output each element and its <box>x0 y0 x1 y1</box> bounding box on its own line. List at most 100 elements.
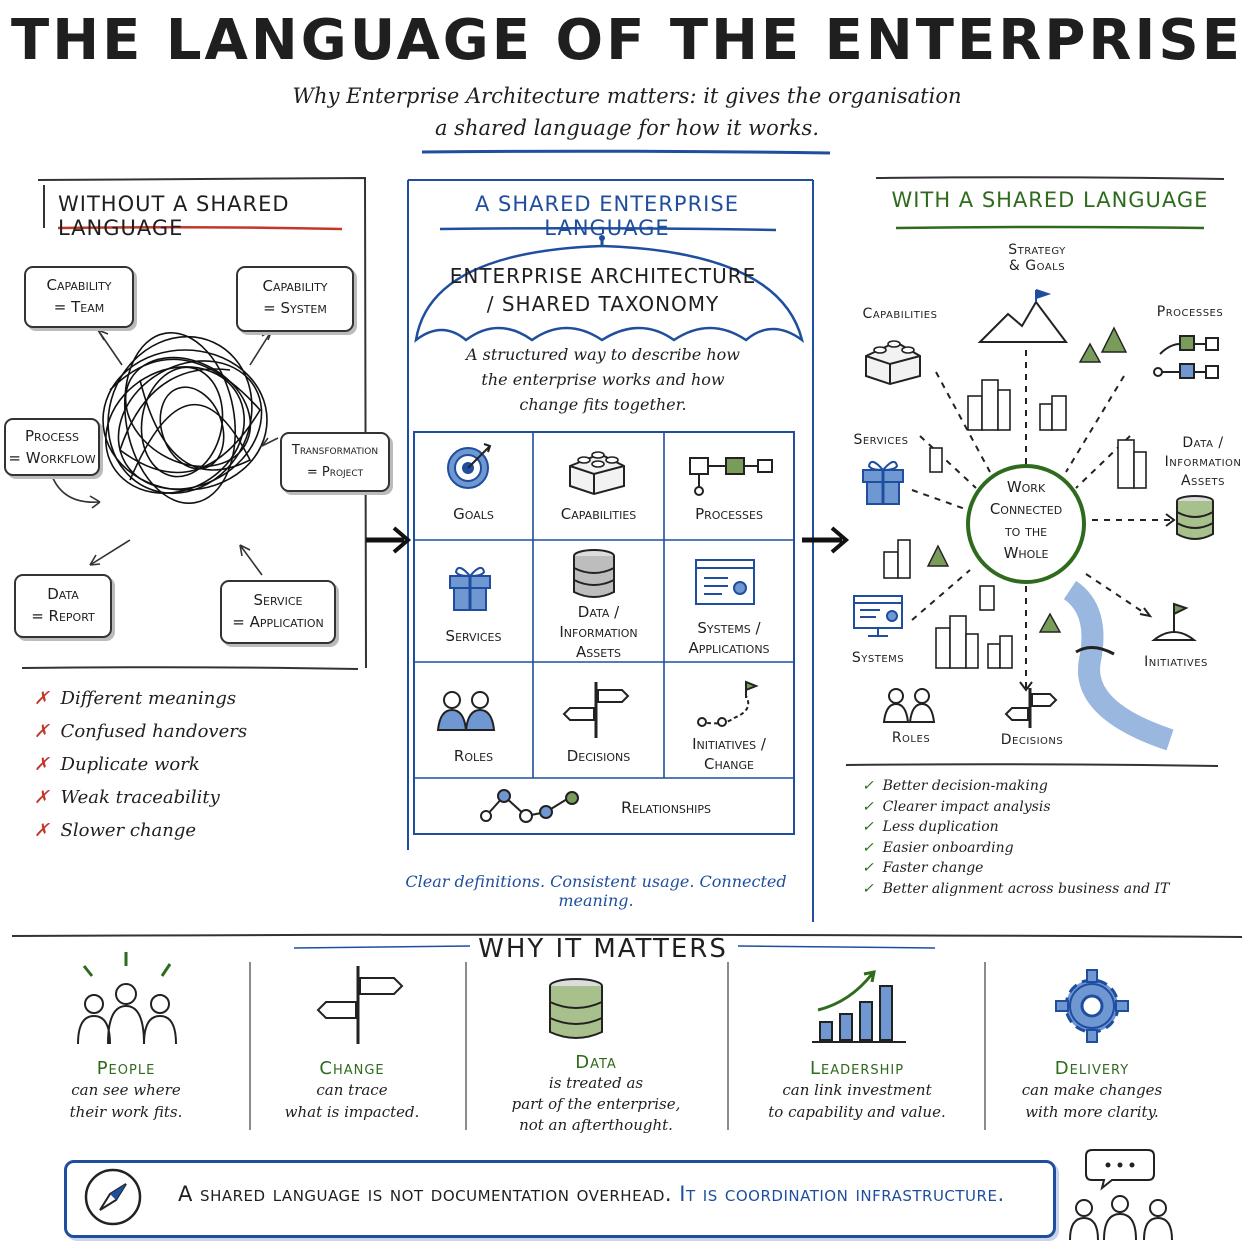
map-label-strategy-goals: Strategy & Goals <box>1008 242 1066 274</box>
node-line: Data <box>47 585 79 603</box>
benefit-list: ✓ Better decision-making ✓ Clearer impac… <box>862 776 1222 900</box>
check-icon: ✓ <box>862 880 874 897</box>
taxonomy-description: A structured way to describe how the ent… <box>466 345 740 414</box>
map-label-services: Services <box>853 432 909 448</box>
process-flow-icon <box>689 457 773 496</box>
left-heading: WITHOUT A SHARED LANGUAGE <box>58 192 290 240</box>
decisions-signpost-icon <box>1004 688 1058 728</box>
map-label-data-information-assets: Data / Information Assets <box>1164 435 1242 489</box>
node-line: = Workflow <box>8 449 96 467</box>
check-icon: ✓ <box>862 798 874 815</box>
roles-people-icon <box>882 688 936 723</box>
left-node-process-workflow: Process = Workflow <box>4 418 100 476</box>
grid-cell-systems-applications: Systems / Applications <box>688 619 770 657</box>
page-title: THE LANGUAGE OF THE ENTERPRISE <box>11 8 1243 73</box>
why-people: People can see where their work fits. <box>69 1058 183 1121</box>
change-signpost-icon <box>316 966 404 1044</box>
left-node-data-report: Data = Report <box>14 574 112 638</box>
initiatives-flag-icon <box>1151 602 1197 641</box>
mountain-icon <box>977 300 1068 343</box>
benefit-item: ✓ Less duplication <box>862 819 999 836</box>
cross-icon: ✗ <box>34 820 50 841</box>
check-icon: ✓ <box>862 819 874 836</box>
grid-cell-services: Services <box>445 627 502 645</box>
check-icon: ✓ <box>862 778 874 794</box>
banner-text: A shared language is not documentation o… <box>178 1182 1038 1206</box>
river-icon <box>1063 580 1174 751</box>
people-icon <box>436 691 496 731</box>
people-group-icon <box>77 952 177 1045</box>
problem-item: ✗ Different meanings <box>34 688 237 709</box>
map-label-decisions: Decisions <box>1000 732 1064 748</box>
left-node-service-application: Service = Application <box>220 580 336 644</box>
data-database-icon <box>1176 495 1214 540</box>
benefit-item: ✓ Faster change <box>862 860 984 877</box>
left-node-transformation-project: Transformation = Project <box>280 432 390 492</box>
capabilities-block-icon <box>865 340 921 386</box>
cross-icon: ✗ <box>34 688 50 709</box>
work-connected-label: Work Connected to the Whole <box>989 478 1063 562</box>
enterprise-map <box>883 289 1176 751</box>
why-leadership: Leadership can link investment to capabi… <box>768 1058 946 1121</box>
center-heading: A SHARED ENTERPRISE LANGUAGE <box>475 192 739 240</box>
problem-list: ✗ Different meanings ✗ Confused handover… <box>34 682 354 847</box>
summary-banner <box>64 1160 1056 1238</box>
banner-part-2: It is coordination infrastructure. <box>679 1182 1005 1206</box>
gear-icon <box>1055 969 1129 1043</box>
tree-icon <box>926 326 1128 633</box>
banner-part-1: A shared language is not documentation o… <box>178 1182 673 1206</box>
grid-cell-relationships: Relationships <box>620 798 712 817</box>
problem-item: ✗ Slower change <box>34 820 197 841</box>
systems-monitor-icon <box>853 595 903 637</box>
why-change: Change can trace what is impacted. <box>284 1058 420 1121</box>
node-line: Transformation <box>291 443 379 458</box>
benefit-item: ✓ Better alignment across business and I… <box>862 880 1170 897</box>
right-heading: WITH A SHARED LANGUAGE <box>891 188 1209 212</box>
grid-cell-processes: Processes <box>695 505 763 523</box>
services-gift-icon <box>862 460 904 505</box>
city-buildings-icon <box>883 379 1147 669</box>
center-footer: Clear definitions. Consistent usage. Con… <box>405 872 787 910</box>
umbrella-line: / SHARED TAXONOMY <box>486 292 720 316</box>
node-line: = Application <box>232 613 324 631</box>
node-line: = Report <box>31 607 95 625</box>
database-icon <box>573 549 615 598</box>
map-label-roles: Roles <box>891 730 931 746</box>
application-window-icon <box>695 559 755 605</box>
left-node-capability-system: Capability = System <box>236 266 354 332</box>
benefit-item: ✓ Easier onboarding <box>862 839 1014 856</box>
node-line: Process <box>25 427 79 445</box>
node-line: Capability <box>46 276 112 294</box>
problem-item: ✗ Confused handovers <box>34 721 248 742</box>
building-block-icon <box>569 451 625 496</box>
why-data: Data is treated as part of the enterpris… <box>511 1052 681 1134</box>
check-icon: ✓ <box>862 839 874 856</box>
center-circle-icon <box>966 464 1086 584</box>
map-label-initiatives: Initiatives <box>1144 654 1208 670</box>
map-label-systems: Systems <box>851 650 905 666</box>
node-line: = Project <box>306 465 364 480</box>
target-icon <box>447 443 492 489</box>
compass-icon <box>84 1168 142 1226</box>
cross-icon: ✗ <box>34 721 50 742</box>
subtitle-line-2: a shared language for how it works. <box>434 116 819 140</box>
scribble-icon <box>102 331 268 505</box>
node-line: = Team <box>53 298 105 316</box>
umbrella-icon <box>414 235 805 344</box>
benefit-item: ✓ Clearer impact analysis <box>862 798 1051 815</box>
problem-item: ✗ Duplicate work <box>34 754 200 775</box>
subtitle-underline <box>421 149 831 155</box>
grid-cell-initiatives-change: Initiatives / Change <box>692 735 766 773</box>
node-line: Service <box>253 591 303 609</box>
problem-item: ✗ Weak traceability <box>34 787 220 808</box>
processes-flow-icon <box>1153 335 1219 379</box>
grid-cell-decisions: Decisions <box>566 747 631 765</box>
umbrella-label: ENTERPRISE ARCHITECTURE / SHARED TAXONOM… <box>430 262 776 318</box>
cross-icon: ✗ <box>34 754 50 775</box>
grid-cell-roles: Roles <box>453 747 494 765</box>
data-cylinder-icon <box>549 978 603 1039</box>
network-icon <box>480 789 579 823</box>
why-heading: WHY IT MATTERS <box>478 934 728 964</box>
